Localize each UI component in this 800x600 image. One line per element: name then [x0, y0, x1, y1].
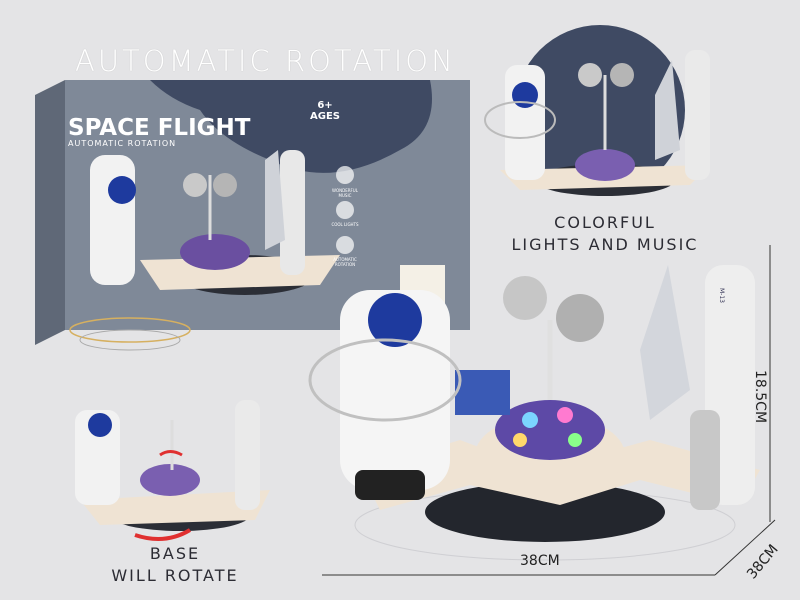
caption-line: LIGHTS AND MUSIC	[511, 235, 699, 254]
caption-line: BASE	[149, 544, 201, 563]
rocket-label: M-13	[717, 288, 725, 303]
rotate-arrow-icon	[134, 528, 192, 541]
caption-base-rotate: BASE WILL ROTATE	[95, 543, 255, 587]
product-main	[308, 265, 760, 561]
age-value: 6+	[317, 100, 333, 111]
age-badge: 6+ AGES	[310, 100, 340, 122]
caption-lights-music: COLORFUL LIGHTS AND MUSIC	[500, 212, 710, 256]
caption-line: WILL ROTATE	[111, 566, 239, 585]
product-bottom-left	[75, 400, 270, 541]
product-top-right	[484, 25, 710, 196]
dimension-height: 18.5CM	[752, 370, 768, 424]
box-title: SPACE FLIGHT	[68, 115, 251, 141]
headline: AUTOMATIC ROTATION	[75, 44, 456, 78]
age-label: AGES	[310, 111, 340, 122]
box-subtitle: AUTOMATIC ROTATION	[68, 139, 177, 148]
feature-rotation: AUTOMATIC ROTATION	[333, 257, 357, 267]
dimension-width: 38CM	[520, 553, 560, 569]
feature-music: WONDERFUL MUSIC	[332, 188, 358, 198]
feature-lights: COOL LIGHTS	[331, 222, 359, 227]
dimension-lines	[322, 245, 776, 576]
rotate-arrow-icon	[159, 450, 183, 457]
caption-line: COLORFUL	[554, 213, 656, 232]
